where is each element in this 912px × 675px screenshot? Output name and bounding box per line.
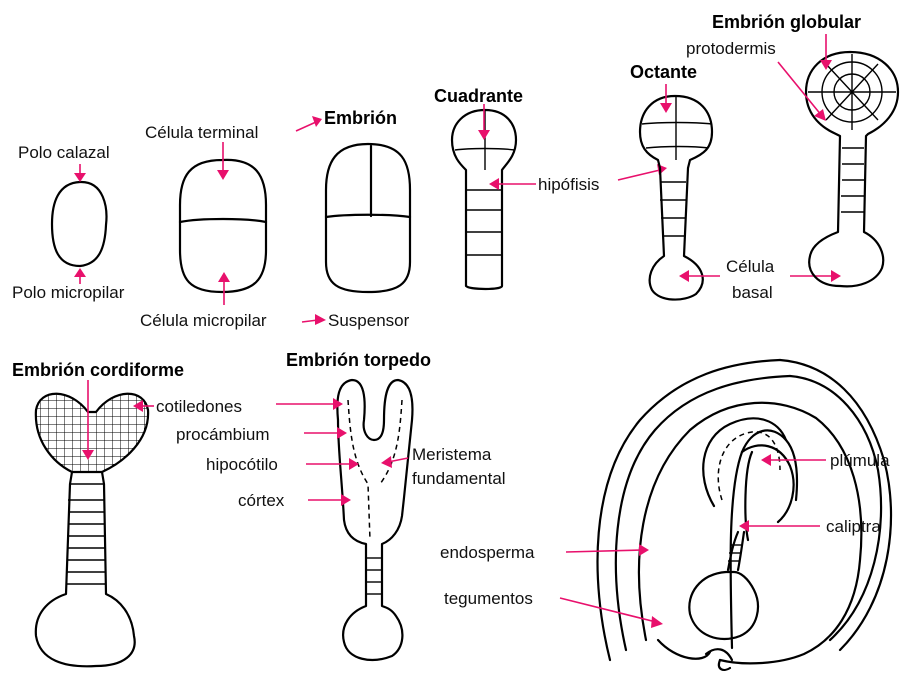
protodermis-label: protodermis xyxy=(686,39,776,58)
meristema-label-1: Meristema xyxy=(412,445,492,464)
torpedo-drawing xyxy=(337,380,412,660)
octante-drawing xyxy=(640,96,712,300)
embrion-drawing xyxy=(326,144,410,292)
polo-micropilar-arrow xyxy=(74,268,86,284)
polo-micropilar-label: Polo micropilar xyxy=(12,283,125,302)
celula-micropilar-label: Célula micropilar xyxy=(140,311,267,330)
celula-micropilar-arrow xyxy=(218,272,230,305)
meristema-label-2: fundamental xyxy=(412,469,506,488)
globular-drawing xyxy=(806,52,898,286)
embrion-title-arrow xyxy=(296,116,322,131)
zygote-drawing xyxy=(52,182,106,266)
seed-drawing xyxy=(598,360,892,670)
endosperma-arrow xyxy=(566,544,649,556)
suspensor-label: Suspensor xyxy=(328,311,410,330)
tegumentos-label: tegumentos xyxy=(444,589,533,608)
procambium-label: procámbium xyxy=(176,425,270,444)
cotiledones-label: cotiledones xyxy=(156,397,242,416)
globular-title: Embrión globular xyxy=(712,12,861,32)
hipocotilo-label: hipocótilo xyxy=(206,455,278,474)
tegumentos-arrow xyxy=(560,598,663,628)
celula-terminal-label: Célula terminal xyxy=(145,123,258,142)
globular-arrow xyxy=(820,34,832,70)
torpedo-title: Embrión torpedo xyxy=(286,350,431,370)
celula-basal-label-2: basal xyxy=(732,283,773,302)
endosperma-label: endosperma xyxy=(440,543,535,562)
cordiforme-drawing xyxy=(36,394,148,667)
suspensor-arrow xyxy=(302,314,326,325)
polo-calazal-arrow xyxy=(74,164,86,182)
caliptra-label: caliptra xyxy=(826,517,881,536)
torpedo-left-arrows xyxy=(276,398,359,506)
celula-basal-label-1: Célula xyxy=(726,257,775,276)
meristema-arrow xyxy=(381,456,408,468)
octante-title: Octante xyxy=(630,62,697,82)
embrion-title: Embrión xyxy=(324,108,397,128)
cortex-label: córtex xyxy=(238,491,285,510)
plumula-label: plúmula xyxy=(830,451,890,470)
polo-calazal-label: Polo calazal xyxy=(18,143,110,162)
cuadrante-title: Cuadrante xyxy=(434,86,523,106)
cordiforme-title: Embrión cordiforme xyxy=(12,360,184,380)
hipofisis-label: hipófisis xyxy=(538,175,599,194)
